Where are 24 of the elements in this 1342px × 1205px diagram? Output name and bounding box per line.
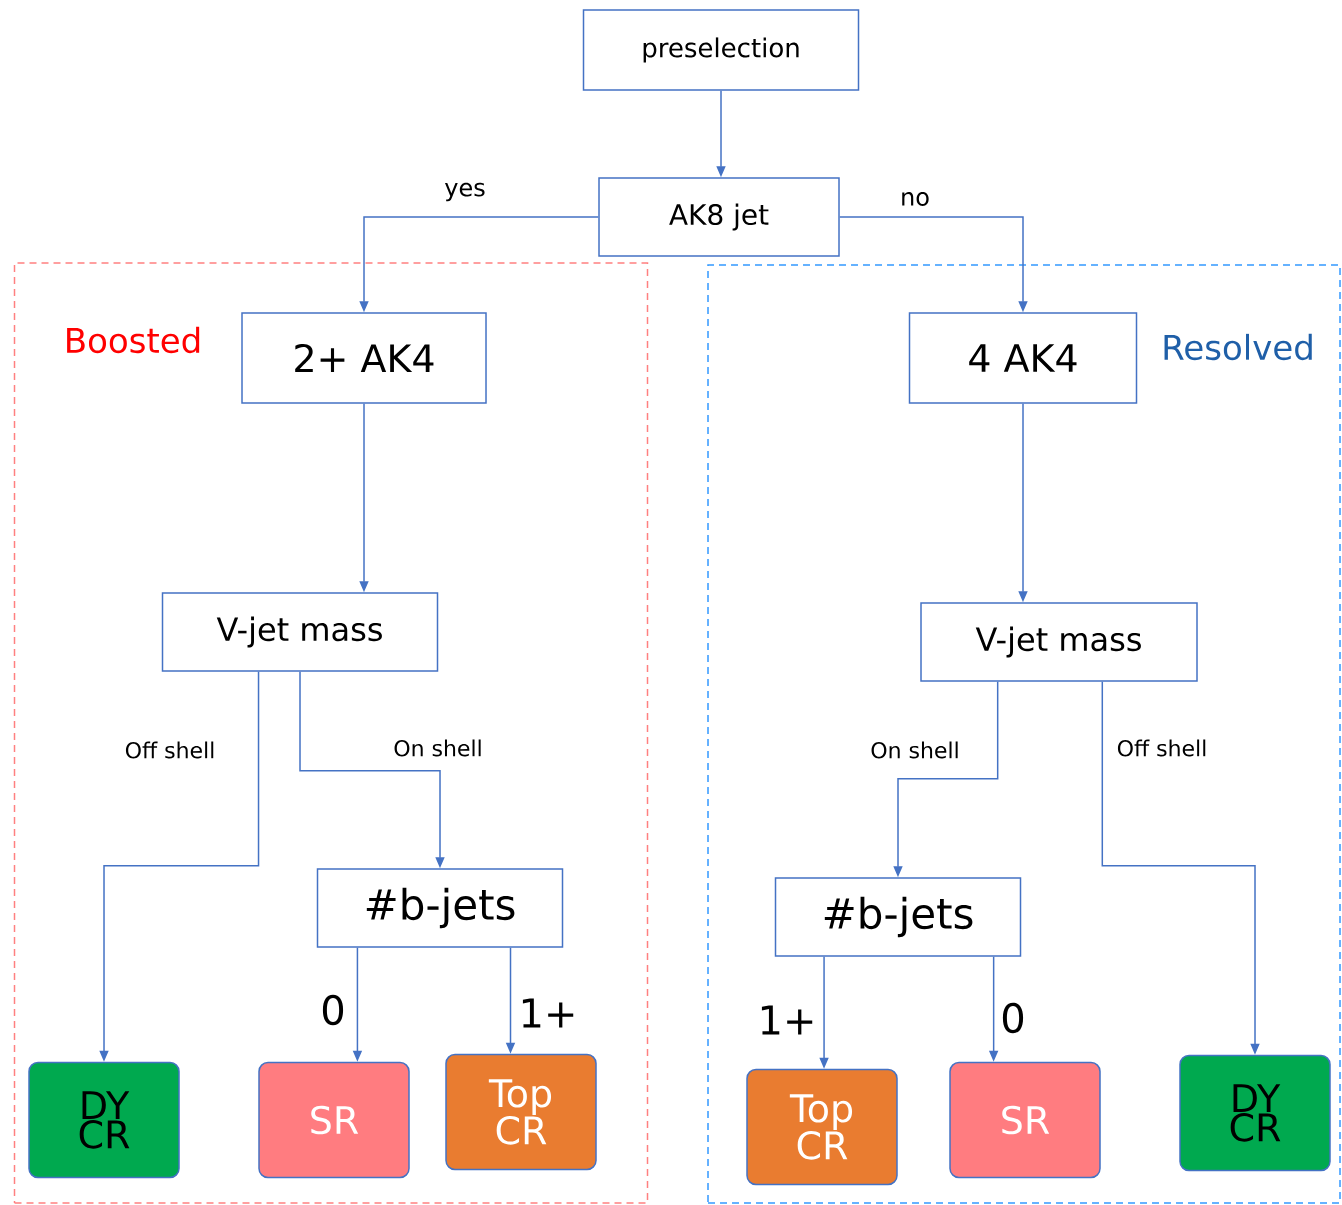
edge-label: Off shell	[123, 740, 217, 760]
edge-label: 0	[999, 1001, 1027, 1035]
process-box: preselection	[582, 9, 860, 91]
decision-box: AK8 jet	[598, 177, 840, 257]
decision-box: #b-jets	[316, 868, 564, 948]
decision-box: V-jet mass	[161, 592, 439, 672]
edge-label: no	[899, 191, 931, 207]
edge-label: yes	[443, 181, 487, 203]
process-box: 2+ AK4	[241, 312, 487, 404]
edge-label: On shell	[869, 740, 961, 760]
edge-label: On shell	[392, 738, 484, 758]
result-box: SR	[949, 1061, 1101, 1179]
decision-box: V-jet mass	[920, 602, 1198, 682]
edge-label: 1+	[756, 1004, 818, 1036]
result-box: DY CR	[28, 1061, 180, 1179]
decision-box: #b-jets	[774, 877, 1022, 957]
edge-label: Off shell	[1115, 738, 1209, 758]
result-box: DY CR	[1179, 1054, 1331, 1172]
edge-label: 0	[319, 993, 347, 1027]
result-box: Top CR	[445, 1053, 597, 1171]
result-box: SR	[258, 1061, 410, 1179]
result-box: Top CR	[746, 1068, 898, 1186]
edge-label: 1+	[517, 997, 579, 1029]
process-box: 4 AK4	[908, 312, 1138, 404]
